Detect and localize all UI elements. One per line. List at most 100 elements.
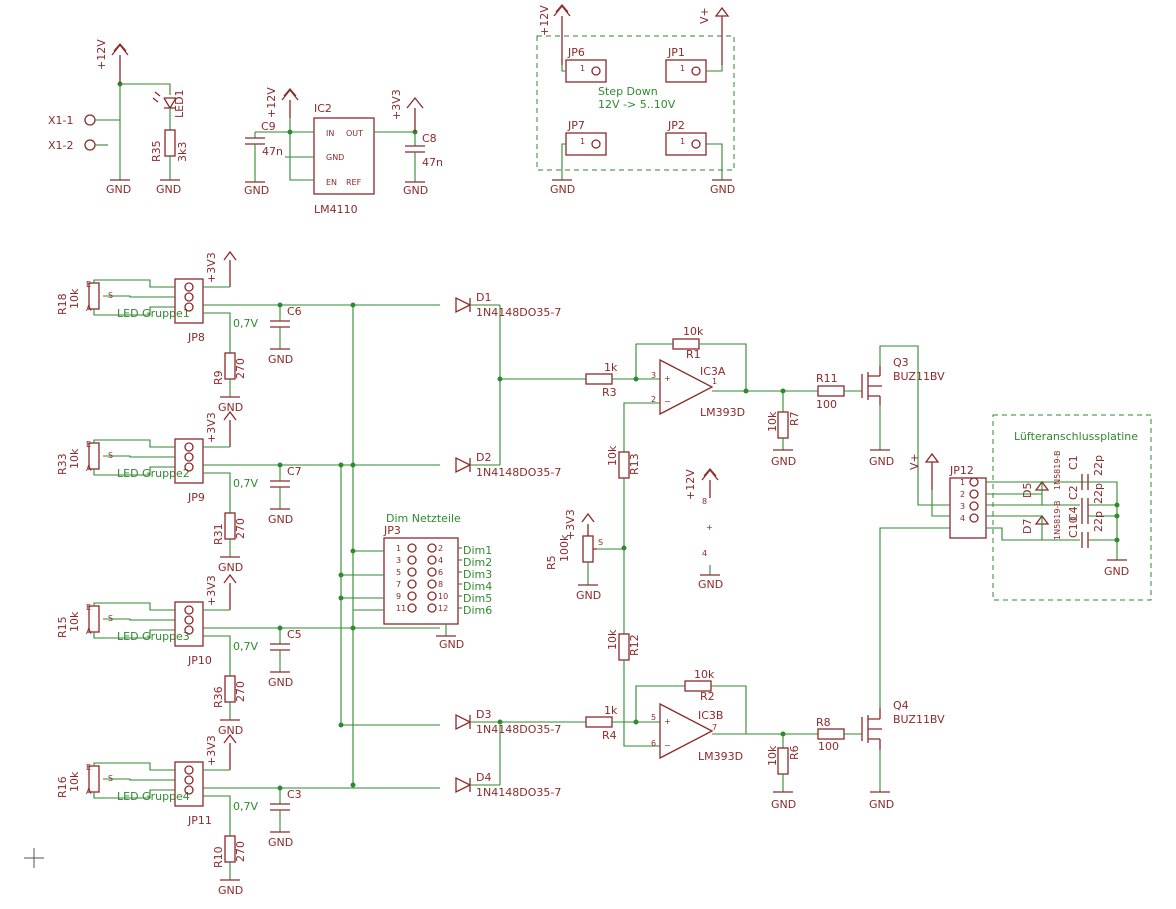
r11-name: R11	[816, 372, 838, 385]
connector-label-x1-2: X1-2	[48, 139, 74, 152]
resistor-r4	[585, 716, 613, 728]
pot-pin-a: A	[86, 304, 92, 313]
r11-value: 100	[816, 398, 837, 411]
resistor-r6	[777, 747, 789, 775]
pin-number: 11	[396, 604, 406, 613]
ic2-pin-en: EN	[326, 178, 337, 187]
d5-part: 1N5819-B	[1053, 450, 1062, 490]
r8-value: 100	[818, 740, 839, 753]
pin-number: 1	[396, 544, 401, 553]
supply-label-3v3: +3V3	[390, 89, 403, 120]
pin-number: 1	[960, 478, 965, 487]
pot-value: 10k	[68, 771, 81, 792]
res-value: 270	[234, 841, 247, 862]
mosfet-icon	[861, 708, 882, 750]
diode-name: D3	[476, 708, 491, 721]
c8-value: 47n	[422, 156, 443, 169]
diode-name: D2	[476, 451, 491, 464]
r7-name: R7	[788, 411, 801, 426]
stepdown-block: +12V V+ JP6 JP1 JP7 JP2 1 1 1 1 Step Dow…	[536, 4, 735, 196]
supply-label-3v3: +3V3	[564, 509, 577, 540]
dim-net-label: Dim3	[463, 568, 492, 581]
supply-label-3v3: +3V3	[205, 252, 218, 283]
capacitor-icons	[1081, 474, 1089, 548]
gnd-label: GND	[268, 353, 293, 366]
gnd-label: GND	[106, 183, 131, 196]
dim-net-label: Dim5	[463, 592, 492, 605]
capacitor-icon	[270, 320, 290, 328]
q3-name: Q3	[893, 356, 909, 369]
cap-name: C5	[287, 628, 302, 641]
diode-part: 1N4148DO35-7	[476, 786, 561, 799]
pin-number: 2	[960, 490, 965, 499]
pot-pin-s: S	[108, 614, 113, 623]
resistor-r7	[777, 411, 789, 439]
r13-name: R13	[628, 453, 641, 475]
mosfet-icon	[861, 366, 882, 405]
stepdown-range: 12V -> 5..10V	[598, 98, 676, 111]
ic2-body	[313, 117, 375, 195]
pin-number: 5	[396, 568, 401, 577]
led-jumper-label: JP9	[187, 491, 205, 504]
dim-net-label: Dim6	[463, 604, 492, 617]
supply-label-12v: +12V	[538, 5, 551, 36]
q3-part: BUZ11BV	[893, 370, 945, 383]
svg-text:+: +	[664, 717, 671, 726]
capacitor-c8	[405, 145, 425, 153]
jp2-label: JP2	[667, 119, 685, 132]
pot-name: R33	[56, 453, 69, 475]
resistor-r35	[164, 129, 176, 157]
pin-number: 3	[396, 556, 401, 565]
dim-net-label: Dim2	[463, 556, 492, 569]
opamp-b-block: 1k R4 + − 5 6 7 IC3B LM393D 10k R2 10k R…	[585, 527, 950, 811]
vdrop-label: 0,7V	[233, 317, 258, 330]
terminal-icon	[84, 139, 96, 151]
pin-number: 4	[438, 556, 443, 565]
supply-label-3v3: +3V3	[205, 735, 218, 766]
c4-name: C4	[1067, 506, 1080, 521]
ic2-pin-out: OUT	[346, 129, 363, 138]
cap-value: 22p	[1092, 511, 1105, 532]
q4-part: BUZ11BV	[893, 713, 945, 726]
pot-pin-a: A	[86, 627, 92, 636]
pot-value: 10k	[68, 611, 81, 632]
c8-name: C8	[422, 132, 437, 145]
pot-pin-e: E	[86, 603, 91, 612]
pot-pin-s: S	[108, 291, 113, 300]
diode-icon	[455, 713, 472, 731]
led-group-label: LED Gruppe1	[117, 307, 190, 320]
r35-value: 3k3	[176, 142, 189, 162]
gnd-label: GND	[698, 578, 723, 591]
opamp-icon	[659, 358, 714, 416]
diode-part: 1N4148DO35-7	[476, 306, 561, 319]
q4-name: Q4	[893, 699, 909, 712]
pin-number: 4	[960, 514, 965, 523]
r12-value: 10k	[606, 629, 619, 650]
ic2-pin-gnd: GND	[326, 153, 344, 162]
r1-value: 10k	[683, 325, 704, 338]
c10-name: C10	[1067, 516, 1080, 538]
pin-number: 7	[712, 723, 717, 732]
led1-label: LED1	[173, 89, 186, 118]
res-value: 270	[234, 518, 247, 539]
gnd-label: GND	[771, 455, 796, 468]
r3-value: 1k	[604, 361, 618, 374]
ic3a-part: LM393D	[700, 406, 745, 419]
pot-pin-e: E	[86, 280, 91, 289]
res-name: R10	[212, 846, 225, 868]
jp3-title: Dim Netzteile	[386, 512, 461, 525]
r2-name: R2	[700, 690, 715, 703]
stepdown-frame	[536, 35, 735, 171]
dim-net-label: Dim4	[463, 580, 492, 593]
cap-name: C3	[287, 788, 302, 801]
pot-pin-a: A	[86, 464, 92, 473]
diode-icon	[455, 456, 472, 474]
led-jumper-body	[174, 601, 204, 647]
supply-label-vplus: V+	[908, 453, 921, 470]
diode-name: D4	[476, 771, 491, 784]
